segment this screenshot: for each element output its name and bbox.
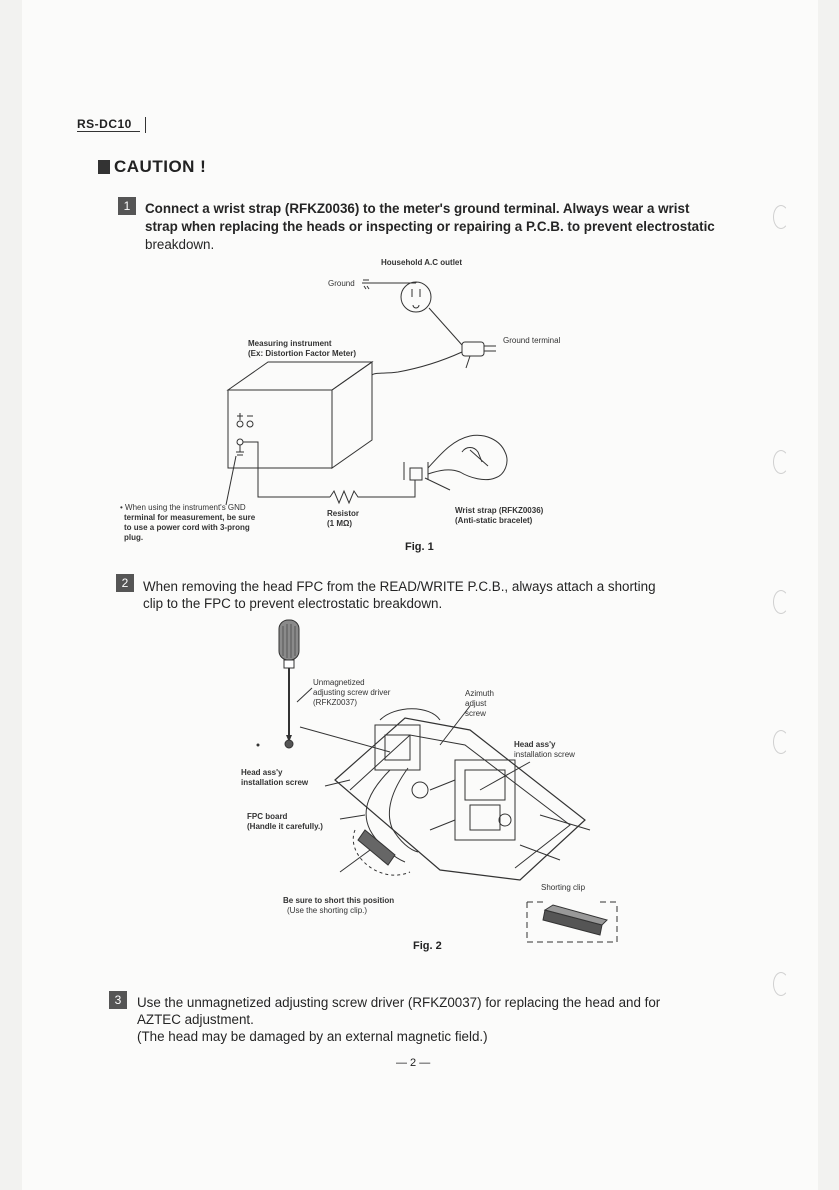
section-1-line-1: Connect a wrist strap (RFKZ0036) to the … [145, 201, 690, 216]
fig2-caption: Fig. 2 [413, 940, 442, 952]
fig1-instrument-label-2: (Ex: Distortion Factor Meter) [248, 349, 357, 358]
section-3-line-1: Use the unmagnetized adjusting screw dri… [137, 995, 661, 1010]
fig2-azimuth-label-2: adjust [465, 699, 487, 708]
fig2-azimuth-label-1: Azimuth [465, 689, 494, 698]
section-3-number: 3 [109, 991, 127, 1009]
fig2-head-right-label-1: Head ass'y [514, 740, 556, 749]
fig2-driver-label-2: adjusting screw driver [313, 688, 391, 697]
fig1-note-4: plug. [124, 533, 144, 542]
fig1-ground-terminal-label: Ground terminal [503, 336, 561, 345]
fig1-note-3: to use a power cord with 3-prong [124, 523, 250, 532]
section-2-line-2: clip to the FPC to prevent electrostatic… [143, 596, 443, 611]
fig2-driver-label-3: (RFKZ0037) [313, 698, 358, 707]
section-1-line-2: strap when replacing the heads or inspec… [145, 219, 715, 234]
fig2-head-left-label-1: Head ass'y [241, 768, 283, 777]
fig1-ground-label: Ground [328, 279, 355, 288]
section-1-line-3: breakdown. [145, 237, 215, 252]
fig1-wrist-label-1: Wrist strap (RFKZ0036) [455, 506, 544, 515]
fig1-note-2: terminal for measurement, be sure [124, 513, 256, 522]
binder-hole [773, 205, 789, 229]
fig2-fpc-label-2: (Handle it carefully.) [247, 822, 323, 831]
fig1-outlet-label: Household A.C outlet [381, 258, 463, 267]
fig1-resistor-label-2: (1 MΩ) [327, 519, 353, 528]
fig1-resistor-label-1: Resistor [327, 509, 360, 518]
fig2-azimuth-label-3: screw [465, 709, 486, 718]
page [22, 0, 818, 1190]
fig1-wrist-label-2: (Anti-static bracelet) [455, 516, 533, 525]
bullet-square-icon [98, 160, 110, 174]
model-number: RS-DC10 [77, 117, 140, 132]
section-1-number: 1 [118, 197, 136, 215]
caution-title: CAUTION ! [114, 157, 207, 176]
binder-hole [773, 450, 789, 474]
fig2-fpc-label-1: FPC board [247, 812, 288, 821]
fig2-driver-label-1: Unmagnetized [313, 678, 365, 687]
fig1-note-1: • When using the instrument's GND [120, 503, 246, 512]
fig1-instrument-label-1: Measuring instrument [248, 339, 332, 348]
fig1-caption: Fig. 1 [405, 541, 434, 553]
section-3-line-3: (The head may be damaged by an external … [137, 1029, 488, 1044]
fig2-clip-label: Shorting clip [541, 883, 586, 892]
binder-hole [773, 590, 789, 614]
binder-hole [773, 730, 789, 754]
fig2-short-label-1: Be sure to short this position [283, 896, 395, 905]
fig2-head-left-label-2: installation screw [241, 778, 309, 787]
section-3-line-2: AZTEC adjustment. [137, 1012, 254, 1027]
model-divider [145, 117, 146, 133]
page-number: — 2 — [396, 1057, 431, 1069]
binder-hole [773, 972, 789, 996]
section-2-line-1: When removing the head FPC from the READ… [143, 579, 656, 594]
fig2-short-label-2: (Use the shorting clip.) [287, 906, 368, 915]
fig2-head-right-label-2: installation screw [514, 750, 575, 759]
section-2-number: 2 [116, 574, 134, 592]
caution-heading: CAUTION ! [98, 157, 206, 177]
